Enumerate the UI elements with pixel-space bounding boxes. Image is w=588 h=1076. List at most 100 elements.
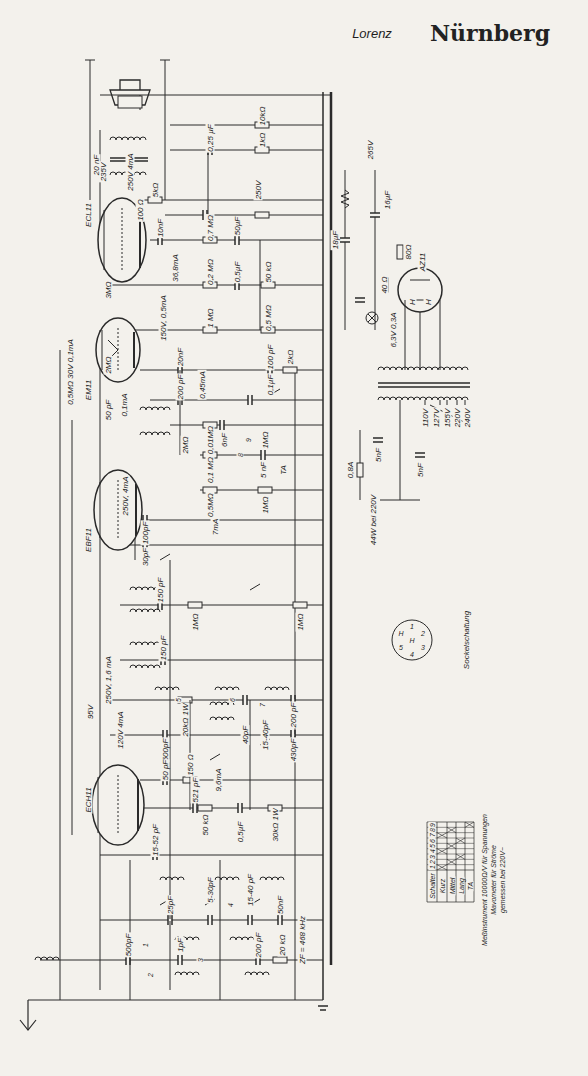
supply-rail — [330, 92, 333, 965]
core — [378, 386, 470, 388]
value-label: 1 MΩ — [206, 307, 215, 328]
coil-symbol — [140, 407, 170, 410]
wire — [250, 700, 251, 810]
capacitor-symbol — [243, 695, 247, 705]
coil-symbol — [140, 432, 170, 435]
value-label: 1MΩ — [296, 612, 305, 631]
wire — [447, 400, 448, 405]
resistor-symbol — [273, 957, 287, 963]
wire — [400, 400, 401, 440]
value-label: 4 — [227, 902, 234, 908]
value-label: 4 — [409, 651, 415, 658]
value-label: 430pF — [289, 738, 298, 763]
wire — [368, 314, 376, 322]
value-label: 2 — [420, 630, 426, 637]
value-label: 20 kΩ — [278, 933, 287, 956]
antenna — [27, 1000, 28, 1030]
value-label: 100 pF — [266, 344, 275, 371]
coil-symbol — [265, 687, 289, 690]
ground-rail — [322, 92, 324, 1000]
value-label: 2MΩ — [181, 435, 190, 454]
value-label: 6 — [229, 697, 236, 703]
resistor-symbol — [293, 602, 307, 608]
wire — [100, 855, 323, 856]
wire — [130, 860, 131, 1000]
coil-symbol — [160, 877, 184, 880]
value-label: Mavometer für Ströme — [490, 844, 497, 916]
value-label: 1MΩ — [261, 495, 270, 514]
resistor-symbol — [341, 190, 349, 208]
value-label: 2kΩ — [286, 349, 295, 366]
value-label: 0,2 MΩ — [206, 258, 215, 286]
value-label: 25pF — [166, 895, 175, 915]
value-label: 1pF — [176, 937, 185, 953]
value-label: 36,8mA — [171, 253, 180, 283]
tube-symbol — [98, 198, 146, 282]
wire — [170, 560, 171, 990]
wire — [440, 400, 441, 405]
value-label: 2 — [147, 972, 154, 978]
coil-symbol — [378, 397, 468, 400]
value-label: AZ11 — [418, 252, 427, 273]
wire — [420, 312, 421, 370]
value-label: 4 — [429, 848, 436, 854]
coil-symbol — [210, 717, 234, 720]
value-label: 100 Ω — [136, 198, 145, 222]
wire — [260, 240, 261, 330]
tube-symbol — [94, 470, 142, 550]
value-label: 20 nF — [92, 154, 101, 176]
value-label: 0,01MΩ — [206, 425, 215, 455]
value-label: 155V — [443, 408, 452, 429]
value-label: 1MΩ — [191, 612, 200, 631]
coil-symbol — [245, 972, 269, 975]
coil-symbol — [130, 609, 160, 612]
value-label: 50 pF — [161, 759, 170, 781]
value-label: TA — [466, 881, 473, 891]
resistor-symbol — [188, 602, 202, 608]
coil-symbol — [215, 877, 239, 880]
wire — [465, 400, 466, 405]
value-label: 20kΩ 1W — [181, 702, 190, 737]
resistor-symbol — [283, 367, 297, 373]
capacitor-symbol — [193, 803, 197, 813]
coil-symbol — [215, 687, 239, 690]
value-label: 265V — [366, 140, 375, 161]
value-label: 95V — [86, 704, 95, 720]
switch-contact — [160, 554, 170, 560]
capacitor-symbol — [208, 915, 212, 925]
value-label: 15-40pF — [261, 719, 270, 751]
wire — [170, 150, 323, 151]
value-label: Mittel — [448, 877, 455, 896]
coil-symbol — [175, 972, 199, 975]
value-label: 250V — [254, 180, 263, 201]
value-label: 150 pF — [159, 635, 168, 662]
ground-wire — [28, 999, 323, 1000]
wire — [165, 215, 323, 216]
value-label: 200 pF — [254, 932, 263, 959]
value-label: 5nF — [416, 462, 425, 478]
capacitor-symbol — [340, 238, 350, 242]
resistor-symbol — [198, 805, 212, 811]
value-label: Kurz — [439, 878, 446, 894]
value-label: 7 — [429, 832, 436, 838]
capacitor-symbol — [355, 298, 365, 302]
value-label: 30pF — [141, 547, 150, 567]
value-label: 240V — [463, 408, 472, 429]
value-label: 0,1µF — [266, 374, 275, 397]
value-label: 15-40 pF — [246, 873, 255, 907]
value-label: 10kΩ — [258, 106, 267, 127]
resistor-symbol — [397, 245, 403, 259]
terminal — [85, 60, 95, 61]
value-label: ZF = 468 kHz — [298, 915, 307, 965]
value-label: 6nF — [220, 432, 229, 448]
value-label: 9 — [245, 437, 252, 443]
wire — [220, 860, 221, 1000]
value-label: 200 pF — [176, 374, 185, 401]
ground-symbol — [320, 1009, 326, 1011]
value-label: 0,1mA — [120, 392, 129, 417]
value-label: 500pF — [124, 933, 133, 958]
value-label: 250V 4mA — [126, 152, 135, 191]
value-label: 3 — [197, 957, 204, 963]
pilot-lamp — [366, 312, 378, 324]
value-label: 10nF — [156, 218, 165, 238]
